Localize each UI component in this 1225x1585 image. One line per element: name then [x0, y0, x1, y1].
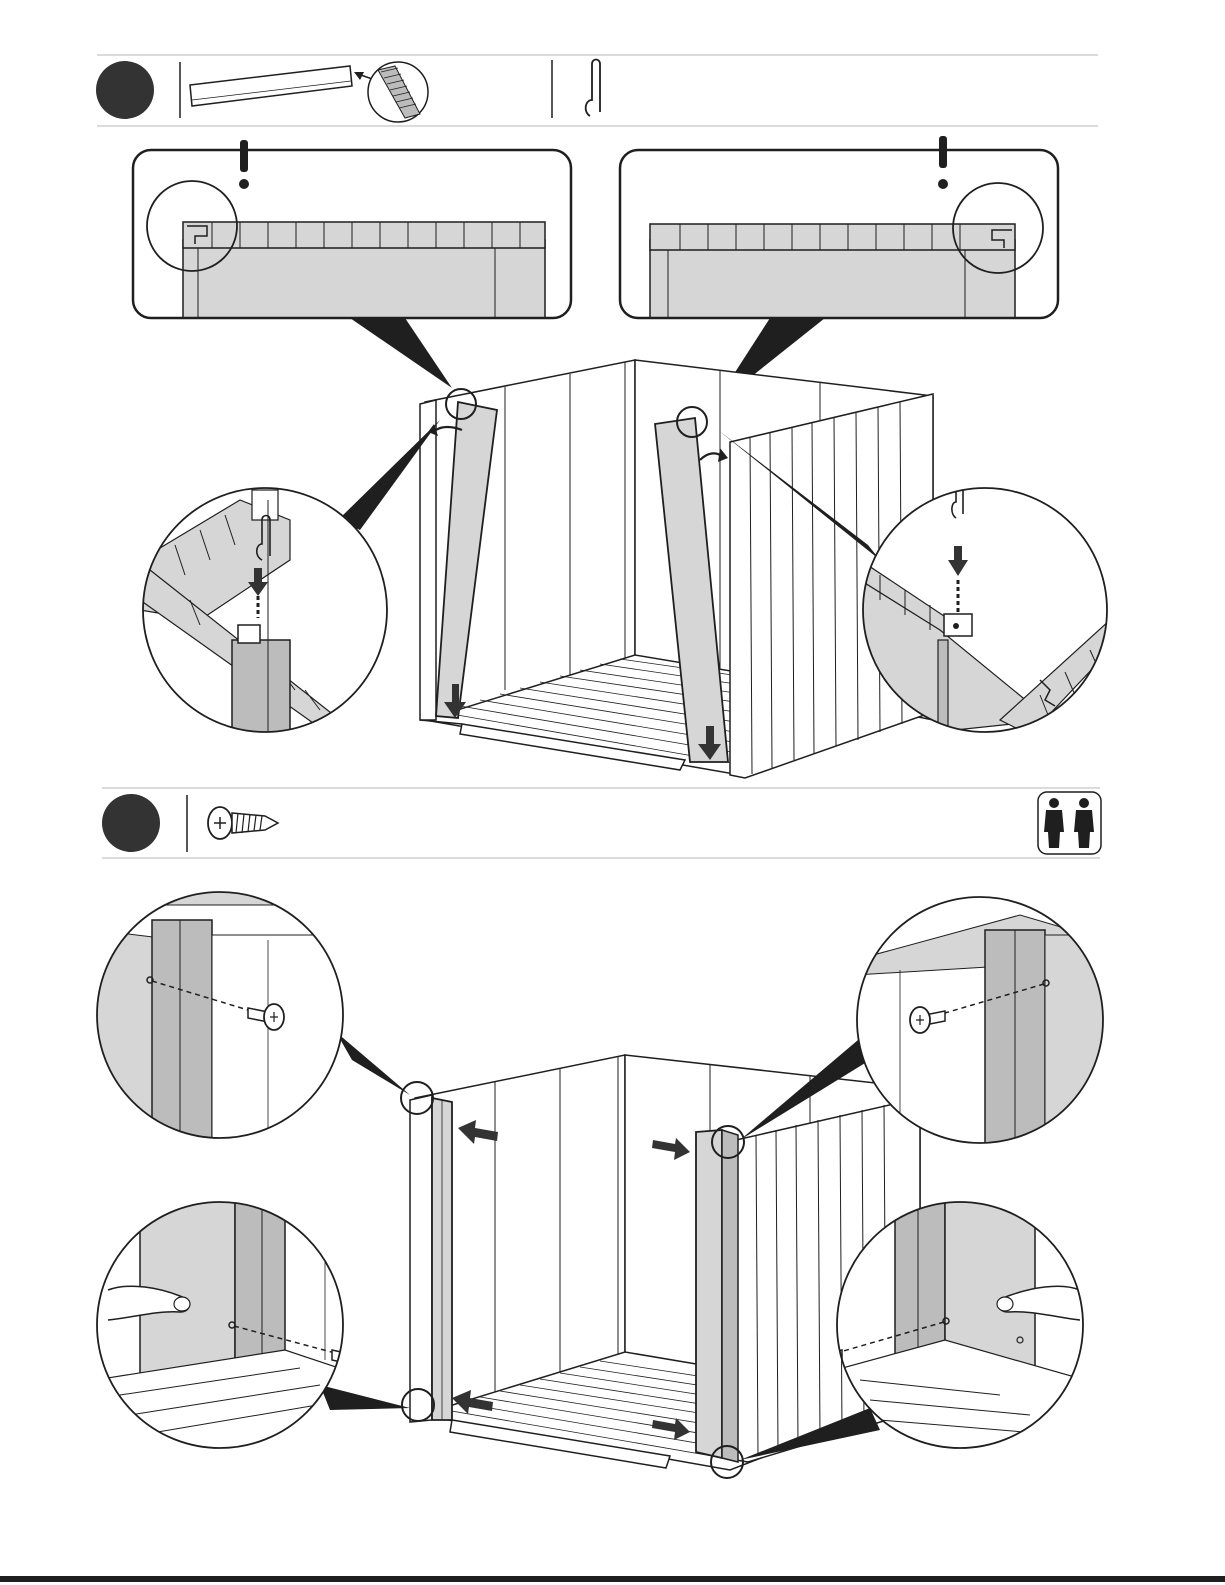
screw-detail-top-right — [855, 895, 1105, 1145]
warning-callout-left — [133, 140, 571, 388]
step-b-header — [102, 788, 1101, 858]
callout-pointer — [350, 318, 452, 388]
panel-edge-detail-icon — [368, 62, 428, 122]
two-person-icon — [1038, 792, 1101, 854]
zoom-pointer-top-left — [336, 1032, 410, 1095]
metal-clip-icon — [586, 60, 600, 117]
page-bottom-rule — [0, 1576, 1225, 1582]
warning-exclamation-icon — [938, 136, 948, 189]
step-a-badge — [96, 61, 154, 119]
screw-detail-bottom-left — [95, 1200, 365, 1450]
screw-detail-top-left — [95, 890, 352, 1145]
step-b-badge — [102, 794, 160, 852]
screw-part-icon — [208, 807, 278, 839]
step-a-header — [96, 55, 1098, 126]
zoom-pointer-bottom-left — [320, 1385, 410, 1410]
wall-panel-part-icon — [190, 66, 375, 106]
warning-exclamation-icon — [239, 140, 249, 189]
